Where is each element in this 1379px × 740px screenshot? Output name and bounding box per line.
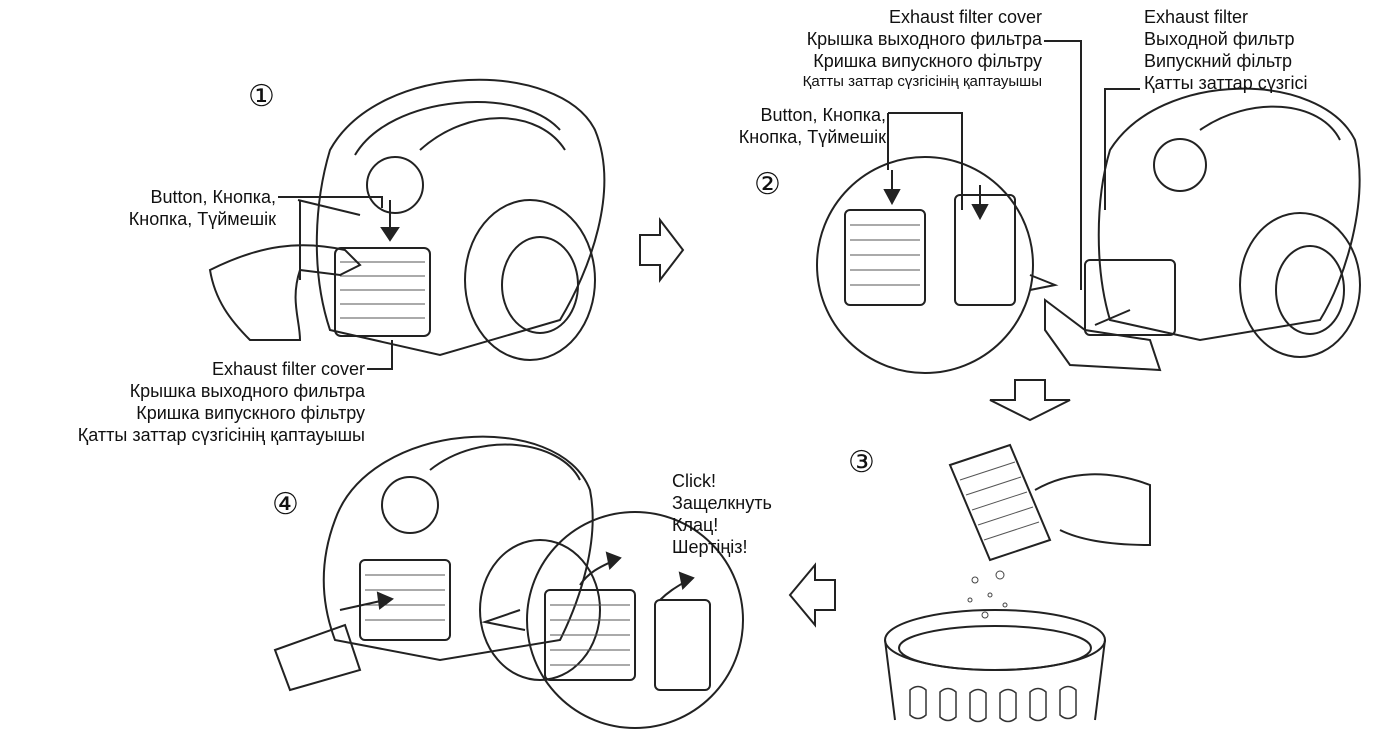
step2-button-label: Button, Кнопка, Кнопка, Түймешік	[636, 104, 886, 148]
vacuum-cleaner-step4	[273, 435, 601, 692]
label-line: Click!	[672, 471, 716, 491]
step4-click-label: Click! Защелкнуть Клац! Шертіңіз!	[672, 470, 802, 558]
step2-filter-label: Exhaust filter Выходной фильтр Випускний…	[1144, 6, 1376, 94]
label-line: Защелкнуть	[672, 493, 772, 513]
arrow-right	[639, 217, 685, 283]
magnified-view-step4	[481, 511, 744, 729]
label-line: Button, Кнопка,	[760, 105, 886, 125]
step-number-3: ③	[848, 446, 875, 479]
label-line: Қатты заттар сүзгісінің қаптауышы	[77, 425, 365, 445]
step-number-1: ①	[248, 80, 275, 113]
step1-button-label: Button, Кнопка, Кнопка, Түймешік	[76, 186, 276, 230]
arrow-down	[989, 379, 1071, 422]
step1-cover-label: Exhaust filter cover Крышка выходного фи…	[0, 358, 365, 446]
label-line: Button, Кнопка,	[150, 187, 276, 207]
label-line: Випускний фільтр	[1144, 51, 1293, 71]
label-line: Крышка выходного фильтра	[806, 29, 1042, 49]
label-line: Крышка выходного фильтра	[129, 381, 365, 401]
step2-cover-label: Exhaust filter cover Крышка выходного фи…	[700, 6, 1042, 91]
label-line: Exhaust filter cover	[888, 7, 1042, 27]
label-line: Клац!	[672, 515, 719, 535]
label-line: Қатты заттар сүзгісі	[1144, 73, 1308, 93]
label-line: Exhaust filter cover	[211, 359, 365, 379]
label-line: Кнопка, Түймешік	[738, 127, 886, 147]
vacuum-cleaner-step2	[1044, 87, 1361, 372]
label-line: Кришка випускного фільтру	[136, 403, 365, 423]
label-line: Кнопка, Түймешік	[128, 209, 276, 229]
label-line: Кришка випускного фільтру	[813, 51, 1042, 71]
label-line: Exhaust filter	[1144, 7, 1249, 27]
arrow-left	[788, 562, 836, 628]
label-line: Қатты заттар сүзгісінің қаптауышы	[802, 73, 1042, 90]
magnified-view-step2	[816, 156, 1059, 374]
filter-and-bin-step3	[884, 443, 1151, 723]
vacuum-cleaner-step1	[208, 78, 606, 361]
step-number-4: ④	[272, 488, 299, 521]
label-line: Выходной фильтр	[1144, 29, 1295, 49]
step-number-2: ②	[754, 168, 781, 201]
label-line: Шертіңіз!	[672, 537, 748, 557]
